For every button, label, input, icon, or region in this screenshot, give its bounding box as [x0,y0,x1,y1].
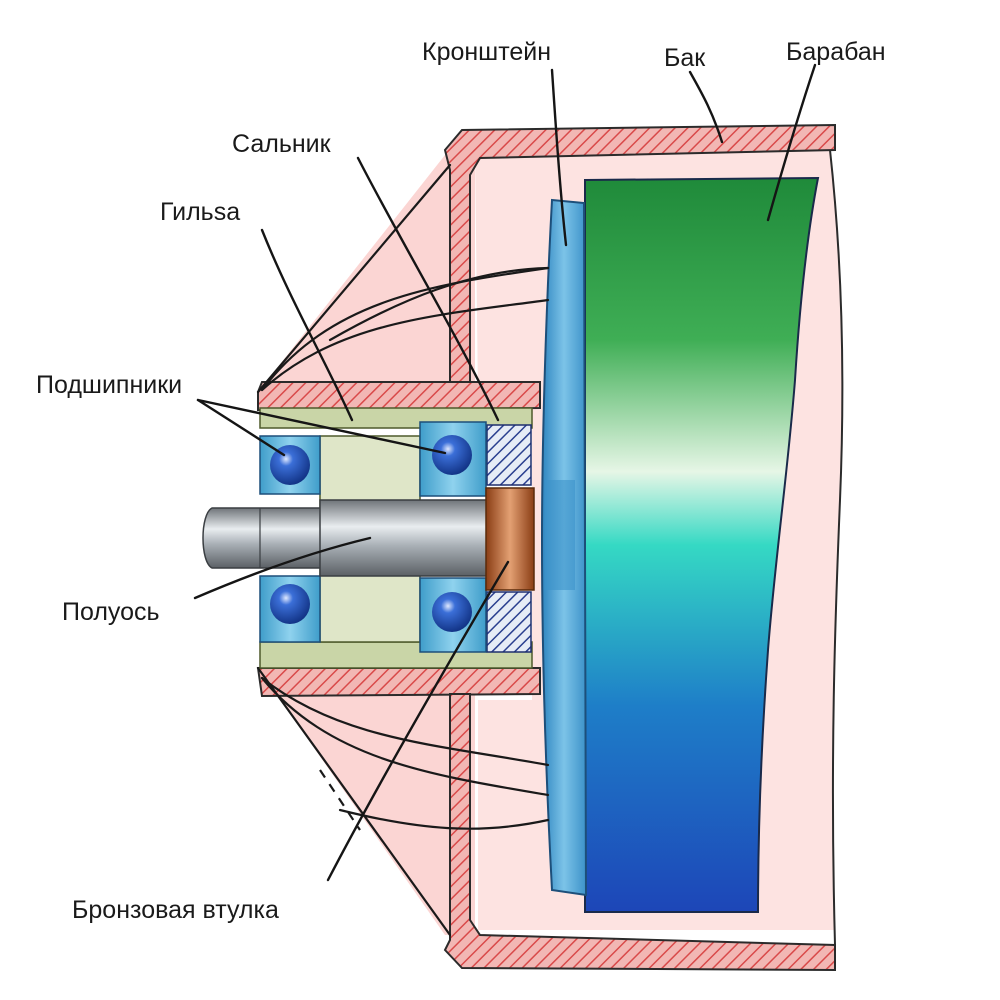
seal-bottom [486,591,532,653]
tank-right-edge [829,149,844,946]
bearing-ball [432,435,472,475]
contour-line [328,266,550,342]
leader-half-axle [193,536,372,600]
tank-top-wall [443,123,836,396]
bearings [259,421,487,653]
label-seal: Сальник [232,130,332,158]
drum [584,176,820,913]
half-axle-thick-section [319,499,491,577]
contour-lines [260,266,550,831]
tank-flange-edge-bottom [256,666,452,937]
leader-bearings-2 [196,398,447,455]
label-tank: Бак [664,44,706,72]
bronze-bushing-body [485,487,535,591]
bearing-ball [270,584,310,624]
leader-drum [766,63,817,222]
contour-line [260,676,550,767]
label-bearings: Подшипники [36,371,182,399]
label-drum: Барабан [786,38,886,66]
contour-line [319,769,361,831]
tank-lower-hub [256,667,541,698]
seal [486,424,532,653]
tank-bottom-wall [443,693,836,972]
half-axle [202,499,491,577]
labels: Кронштейн Бак Барабан Сальник Гильsа Под… [36,38,886,924]
bearing-ball [432,592,472,632]
bracket-hub [545,480,575,590]
leader-lines [193,63,817,882]
contour-line [338,808,550,830]
contour-line [260,676,550,797]
contour-line [260,266,550,392]
leader-bracket [550,68,568,247]
label-bronze-bushing: Бронзовая втулка [72,896,279,924]
leader-tank [688,70,724,144]
leader-sleeve [260,228,354,422]
tank-flange-edge-top [256,163,452,394]
tank-upper-hub [257,381,541,412]
bearing-ball [270,445,310,485]
contour-line [260,298,550,392]
leader-bearings-1 [196,398,286,457]
tank-flange [258,155,475,935]
seal-top [486,424,532,486]
drum-body [584,176,820,913]
leader-seal [356,156,500,422]
bronze-bushing [485,487,535,591]
leader-bronze-bushing [326,560,510,882]
label-sleeve: Гильsа [160,198,240,226]
label-bracket: Кронштейн [422,38,551,66]
label-half-axle: Полуось [62,598,160,626]
bracket [540,198,588,897]
